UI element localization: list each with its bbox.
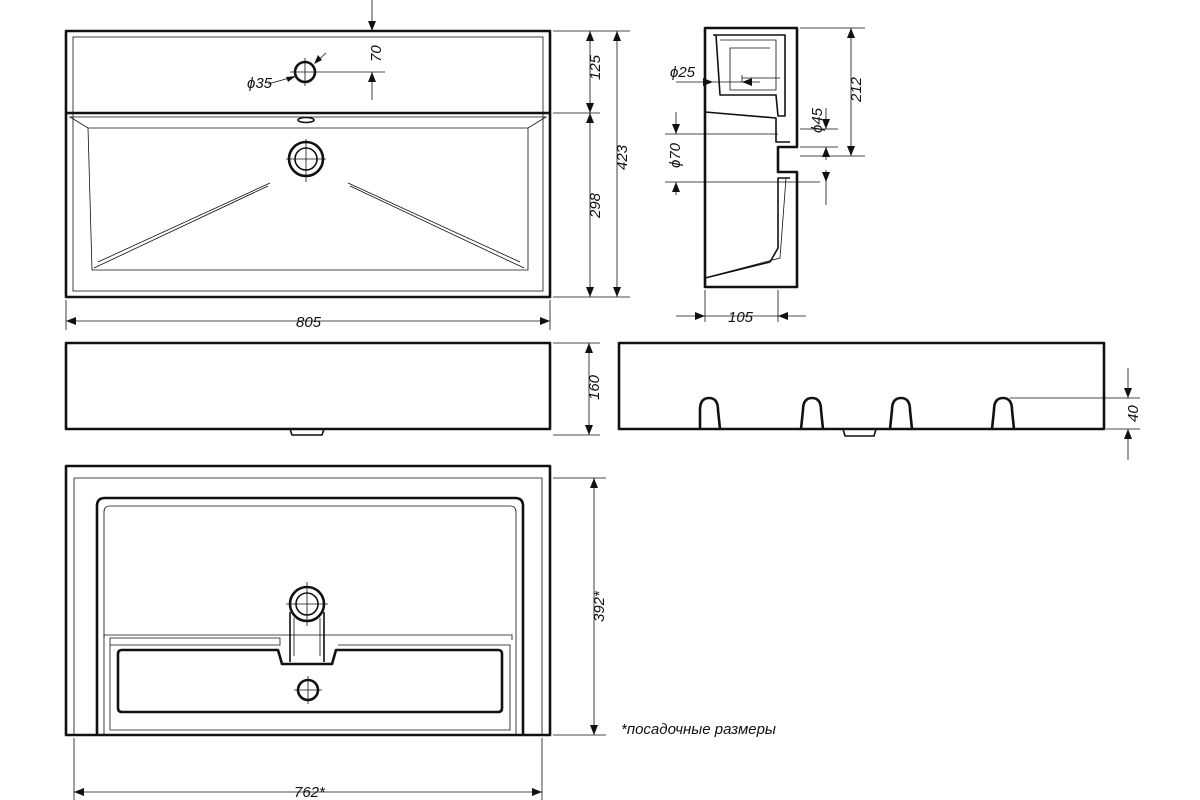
side-overflow-channel <box>713 34 786 117</box>
tap-hole-offset-label: 70 <box>368 45 385 62</box>
front-drain-stub <box>289 428 325 436</box>
total-width-label: 805 <box>296 314 322 331</box>
top-view-inner-edge <box>72 36 544 292</box>
bottom-height-label: 392* <box>591 590 608 622</box>
mounting-dimensions-note: *посадочные размеры <box>621 721 776 738</box>
side-section-view: ϕ25 ϕ45 ϕ70 212 105 <box>665 26 865 326</box>
bowl-depth-label: 298 <box>587 192 604 219</box>
side-bowl-top <box>704 111 790 143</box>
top-view-outline <box>64 29 552 299</box>
tap-hole-diameter-label: ϕ35 <box>247 75 273 92</box>
overflow-slot <box>297 116 315 124</box>
tap-hole-centerlines <box>290 58 320 86</box>
back-depth-label: 125 <box>587 54 604 80</box>
bottom-mount-outline <box>95 496 525 735</box>
bracket-slot-1 <box>698 396 722 430</box>
bracket-slot-3 <box>888 396 914 430</box>
side-outline <box>703 26 799 289</box>
bowl-slope-left <box>97 182 271 263</box>
drain-diameter-label: ϕ45 <box>809 107 826 133</box>
bowl-slope-right <box>347 182 521 263</box>
side-depth-label: 105 <box>728 309 754 326</box>
bottom-view: 392* 762* <box>64 464 608 800</box>
bottom-view-outline <box>64 464 552 737</box>
outlet-diameter-label: ϕ70 <box>667 142 684 168</box>
bowl-slope-left-2 <box>93 185 269 269</box>
front-view: 160 <box>64 341 603 436</box>
side-overflow-inner <box>720 39 777 91</box>
bowl-interior <box>87 127 529 271</box>
bowl-slope-right-2 <box>349 185 525 269</box>
rear-drain-stub <box>842 428 877 437</box>
bracket-slot-4 <box>990 396 1016 430</box>
side-height-label: 212 <box>848 76 865 103</box>
bottom-channel <box>116 648 504 714</box>
overflow-diameter-label: ϕ25 <box>670 64 696 81</box>
front-view-outline <box>64 341 552 431</box>
bracket-slot-2 <box>799 396 825 430</box>
rear-view-outline <box>617 341 1106 431</box>
bracket-height-label: 40 <box>1125 405 1142 422</box>
side-bowl-bottom-inner <box>711 177 787 277</box>
total-depth-label: 423 <box>614 144 631 170</box>
front-height-label: 160 <box>586 374 603 400</box>
bottom-width-label: 762* <box>294 784 326 800</box>
side-bowl-bottom <box>704 177 790 279</box>
top-view: ϕ35 70 125 298 423 805 <box>64 0 631 331</box>
drain-centerlines <box>286 139 326 182</box>
rear-view: 40 <box>617 341 1142 460</box>
